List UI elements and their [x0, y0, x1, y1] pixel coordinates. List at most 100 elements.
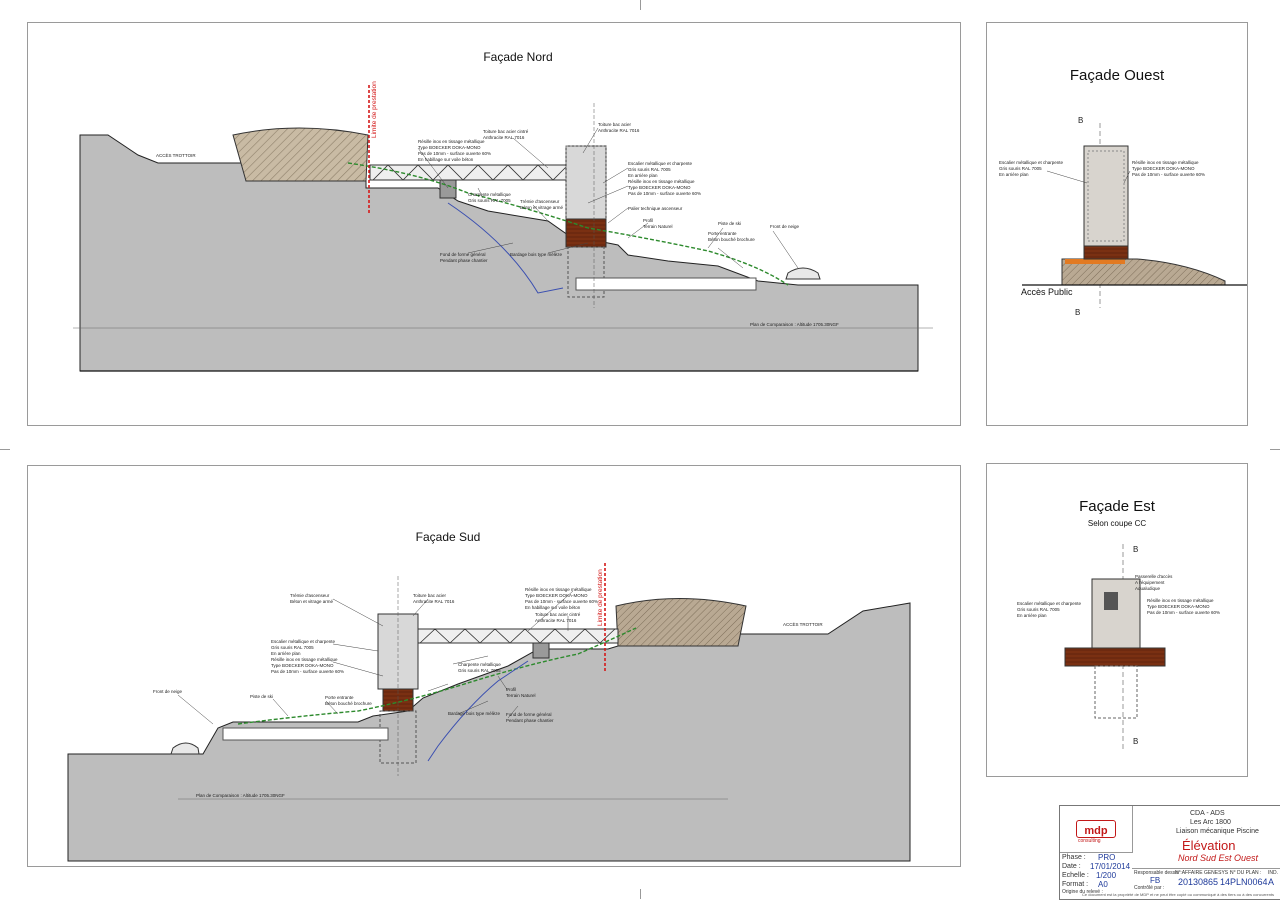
doc-title: Élévation — [1182, 838, 1236, 853]
tower-base — [565, 218, 607, 248]
panel-facade-nord: Façade Nord — [27, 22, 961, 426]
svg-text:Piste de ski: Piste de ski — [250, 694, 273, 699]
title-facade-sud: Façade Sud — [415, 530, 481, 544]
svg-text:Pas de 10mm - surface ouverte: Pas de 10mm - surface ouverte 60% — [1132, 172, 1205, 177]
svg-text:Type BOECKER DOKA-MONO: Type BOECKER DOKA-MONO — [418, 145, 481, 150]
svg-text:Pas de 10mm - surface ouverte: Pas de 10mm - surface ouverte 60% — [525, 599, 598, 604]
svg-text:Résille inox en tissage métall: Résille inox en tissage métallique — [271, 657, 338, 662]
svg-text:En habillage sur voile béton: En habillage sur voile béton — [418, 157, 474, 162]
svg-text:Anthracite RAL 7016: Anthracite RAL 7016 — [535, 618, 577, 623]
svg-text:B: B — [1075, 308, 1080, 317]
svg-text:En arrière plan: En arrière plan — [999, 172, 1029, 177]
svg-text:Trémie d'ascenseur: Trémie d'ascenseur — [290, 593, 330, 598]
svg-text:Toiture bac acier cintré: Toiture bac acier cintré — [483, 129, 529, 134]
svg-text:Type BOECKER DOKA-MONO: Type BOECKER DOKA-MONO — [1147, 604, 1210, 609]
svg-text:Type BOECKER DOKA-MONO: Type BOECKER DOKA-MONO — [525, 593, 588, 598]
svg-text:Front de neige: Front de neige — [153, 689, 183, 694]
svg-text:Pendant phase chantier: Pendant phase chantier — [506, 718, 554, 723]
svg-text:Terrain Naturel: Terrain Naturel — [506, 693, 536, 698]
svg-text:Charpente métallique: Charpente métallique — [468, 192, 511, 197]
svg-text:ACCÈS TROTTOIR: ACCÈS TROTTOIR — [156, 152, 196, 158]
svg-text:En arrière plan: En arrière plan — [271, 651, 301, 656]
svg-text:Type BOECKER DOKA-MONO: Type BOECKER DOKA-MONO — [1132, 166, 1195, 171]
panel-facade-sud: Façade Sud Limite de prestation — [27, 465, 961, 867]
ann-resille: Résille inox en tissage métallique — [418, 139, 485, 144]
svg-text:Escalier métallique et charpen: Escalier métallique et charpente — [999, 160, 1064, 165]
svg-text:Profil: Profil — [643, 218, 653, 223]
svg-text:Porte entrante: Porte entrante — [325, 695, 354, 700]
svg-text:Anthracite RAL 7016: Anthracite RAL 7016 — [598, 128, 640, 133]
svg-text:Type BOECKER DOKA-MONO: Type BOECKER DOKA-MONO — [628, 185, 691, 190]
plan-comparaison-sud: Plan de Comparaison : Altitude 1705.30NG… — [196, 793, 285, 798]
title-facade-ouest: Façade Ouest — [1069, 67, 1165, 84]
svg-text:Anthracite RAL 7016: Anthracite RAL 7016 — [413, 599, 455, 604]
svg-text:Escalier métallique et charpen: Escalier métallique et charpente — [628, 161, 693, 166]
logo: mdp — [1076, 820, 1116, 838]
svg-text:ACCÈS TROTTOIR: ACCÈS TROTTOIR — [783, 621, 823, 627]
label-limite-sud: Limite de prestation — [597, 569, 604, 626]
svg-text:Front de neige: Front de neige — [770, 224, 800, 229]
svg-text:Pendant phase chantier: Pendant phase chantier — [440, 258, 488, 263]
svg-text:Fond de forme général: Fond de forme général — [440, 252, 486, 257]
building-roof — [232, 127, 369, 182]
svg-text:A l'équipement: A l'équipement — [1135, 580, 1165, 585]
svg-text:En arrière plan: En arrière plan — [628, 173, 658, 178]
svg-text:Escalier métallique et charpen: Escalier métallique et charpente — [271, 639, 336, 644]
svg-text:Béton et vitrage armé: Béton et vitrage armé — [290, 599, 334, 604]
svg-text:B: B — [1078, 116, 1083, 125]
svg-text:Type BOECKER DOKA-MONO: Type BOECKER DOKA-MONO — [271, 663, 334, 668]
svg-text:Profil: Profil — [506, 687, 516, 692]
svg-text:Palier technique ascenseur: Palier technique ascenseur — [628, 206, 683, 211]
svg-text:En arrière plan: En arrière plan — [1017, 613, 1047, 618]
svg-text:Gris souris RAL 7005: Gris souris RAL 7005 — [1017, 607, 1060, 612]
svg-text:Pas de 10mm - surface ouverte: Pas de 10mm - surface ouverte 60% — [418, 151, 491, 156]
svg-text:Résille inox en tissage métall: Résille inox en tissage métallique — [1132, 160, 1199, 165]
svg-text:Béton bouché brochure: Béton bouché brochure — [708, 237, 755, 242]
title-facade-est: Façade Est — [1079, 498, 1155, 515]
svg-text:Résille inox en tissage métall: Résille inox en tissage métallique — [1147, 598, 1214, 603]
label-limite-nord: Limite de prestation — [371, 81, 378, 138]
panel-facade-est: Façade Est Selon coupe CC B B Passerelle… — [986, 463, 1248, 777]
svg-text:Escalier métallique et charpen: Escalier métallique et charpente — [1017, 601, 1082, 606]
svg-text:Aqualudique: Aqualudique — [1135, 586, 1161, 591]
svg-text:Gris souris RAL 7005: Gris souris RAL 7005 — [628, 167, 671, 172]
svg-text:Gris souris RAL 7005: Gris souris RAL 7005 — [468, 198, 511, 203]
drawing-facade-sud: Limite de prestation Trémie d'ascenseur … — [67, 563, 911, 862]
svg-text:Gris souris RAL 7005: Gris souris RAL 7005 — [999, 166, 1042, 171]
tower — [565, 145, 607, 220]
svg-text:Piste de ski: Piste de ski — [718, 221, 741, 226]
drawing-facade-nord: Limite de prestation Résille inox en tis… — [73, 81, 933, 372]
bridge-truss — [369, 164, 569, 181]
svg-text:Bardage bois type mélèze: Bardage bois type mélèze — [448, 711, 501, 716]
plan-number: 14PLN0064 — [1220, 877, 1268, 887]
svg-text:Béton et vitrage armé: Béton et vitrage armé — [520, 205, 564, 210]
svg-text:Toiture bac acier cintré: Toiture bac acier cintré — [535, 612, 581, 617]
drawing-facade-ouest: B B Escalier métallique et charpente Gri… — [999, 116, 1247, 317]
svg-text:Gris souris RAL 7005: Gris souris RAL 7005 — [271, 645, 314, 650]
svg-text:Toiture bac acier: Toiture bac acier — [598, 122, 632, 127]
label-acces-public: Accès Public — [1021, 287, 1073, 297]
svg-text:B: B — [1133, 545, 1138, 554]
svg-text:Porte entrante: Porte entrante — [708, 231, 737, 236]
svg-text:Bardage bois type mélèze: Bardage bois type mélèze — [510, 252, 563, 257]
svg-text:Passerelle d'accès: Passerelle d'accès — [1135, 574, 1173, 579]
plan-comparaison-nord: Plan de Comparaison : Altitude 1705.30NG… — [750, 322, 839, 327]
svg-text:Trémie d'ascenseur: Trémie d'ascenseur — [520, 199, 560, 204]
drawing-facade-est: B B Passerelle d'accès A l'équipement Aq… — [1017, 544, 1220, 749]
panel-facade-ouest: Façade Ouest B B Escalier métallique et … — [986, 22, 1248, 426]
svg-text:Béton bouché brochure: Béton bouché brochure — [325, 701, 372, 706]
svg-text:Terrain Naturel: Terrain Naturel — [643, 224, 673, 229]
svg-text:Résille inox en tissage métall: Résille inox en tissage métallique — [628, 179, 695, 184]
svg-text:Pas de 10mm - surface ouverte: Pas de 10mm - surface ouverte 60% — [628, 191, 701, 196]
svg-text:En habillage sur voile béton: En habillage sur voile béton — [525, 605, 581, 610]
svg-text:Gris souris RAL 7005: Gris souris RAL 7005 — [458, 668, 501, 673]
title-facade-nord: Façade Nord — [483, 50, 553, 64]
svg-text:Pas de 10mm - surface ouverte: Pas de 10mm - surface ouverte 60% — [271, 669, 344, 674]
subtitle-facade-est: Selon coupe CC — [1087, 519, 1147, 528]
svg-text:Toiture bac acier: Toiture bac acier — [413, 593, 447, 598]
svg-text:Charpente métallique: Charpente métallique — [458, 662, 501, 667]
title-block: mdp consulting CDA - ADS Les Arc 1800 Li… — [1059, 805, 1280, 900]
svg-text:Pas de 10mm - surface ouverte: Pas de 10mm - surface ouverte 60% — [1147, 610, 1220, 615]
svg-text:Résille inox en tissage métall: Résille inox en tissage métallique — [525, 587, 592, 592]
svg-text:Fond de forme général: Fond de forme général — [506, 712, 552, 717]
